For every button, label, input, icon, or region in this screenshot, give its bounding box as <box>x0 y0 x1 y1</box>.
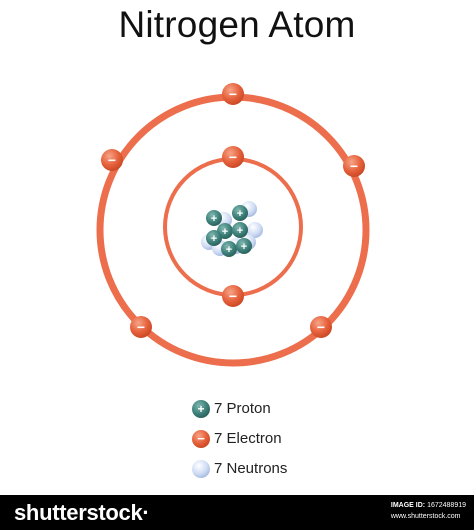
neutron <box>247 222 263 238</box>
proton-sign: + <box>226 244 232 256</box>
electron-sign: − <box>229 149 237 165</box>
proton-sign: + <box>237 208 243 220</box>
proton-sign: + <box>211 233 217 245</box>
watermark-footer: shutterstock· IMAGE ID: 1672488919 www.s… <box>0 495 474 530</box>
inner-electrons: − − <box>222 146 244 307</box>
proton-particle: + <box>221 241 237 257</box>
image-id-label: IMAGE ID: <box>390 502 426 509</box>
electron: − <box>101 149 123 171</box>
electron: − <box>343 155 365 177</box>
electron-icon-sign: − <box>197 431 205 446</box>
electron: − <box>222 83 244 105</box>
image-id: 1672488919 <box>427 502 466 509</box>
electron-sign: − <box>350 158 358 174</box>
atom-diagram: + + + + + + + − − − − − − − <box>96 83 370 367</box>
proton-sign: + <box>241 241 247 253</box>
electron: − <box>222 285 244 307</box>
legend-item-electron: − 7 Electron <box>190 428 350 458</box>
proton-sign: + <box>237 225 243 237</box>
legend-item-proton: + 7 Proton <box>190 398 350 428</box>
proton-particle: + <box>232 222 248 238</box>
proton-particle: + <box>206 230 222 246</box>
diagram-title: Nitrogen Atom <box>118 4 356 45</box>
legend-label: 7 Electron <box>214 430 282 447</box>
legend-item-neutron: 7 Neutrons <box>190 458 350 488</box>
nucleus: + + + + + + + <box>201 201 263 257</box>
outer-electrons: − − − − − <box>101 83 365 338</box>
electron-sign: − <box>229 288 237 304</box>
proton-sign: + <box>222 226 228 238</box>
electron-sign: − <box>317 319 325 335</box>
legend-label: 7 Neutrons <box>214 460 288 477</box>
proton-icon: + <box>192 400 210 418</box>
electron-sign: − <box>229 86 237 102</box>
proton-icon-sign: + <box>197 402 204 416</box>
electron-icon: − <box>192 430 210 448</box>
electron-sign: − <box>137 319 145 335</box>
proton-sign: + <box>211 213 217 225</box>
image-meta: IMAGE ID: 1672488919 www.shutterstock.co… <box>391 500 466 522</box>
site-url: www.shutterstock.com <box>390 513 461 520</box>
proton-particle: + <box>236 238 252 254</box>
legend-label: 7 Proton <box>214 400 271 417</box>
neutron-icon <box>192 460 210 478</box>
legend: + 7 Proton − 7 Electron 7 Neutrons <box>190 398 350 488</box>
shutterstock-logo: shutterstock· <box>14 500 150 525</box>
electron: − <box>130 316 152 338</box>
electron: − <box>310 316 332 338</box>
proton-particle: + <box>206 210 222 226</box>
electron: − <box>222 146 244 168</box>
proton-particle: + <box>232 205 248 221</box>
electron-sign: − <box>108 152 116 168</box>
